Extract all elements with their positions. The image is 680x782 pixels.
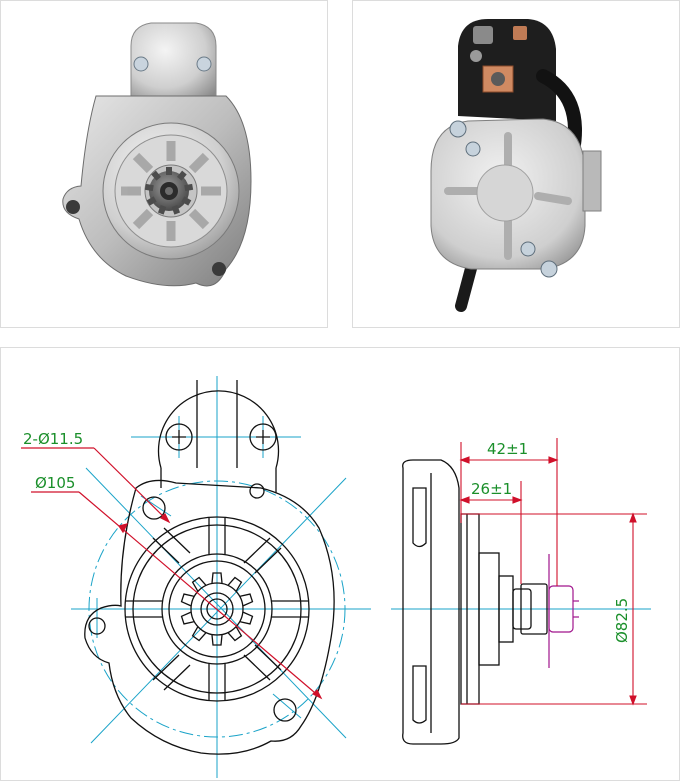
len-pinion-label: 26±1 bbox=[471, 480, 512, 498]
starter-motor-rear-image bbox=[430, 19, 602, 312]
starter-motor-front-image bbox=[62, 22, 252, 287]
pcd-circle bbox=[88, 480, 346, 738]
side-pinion bbox=[512, 588, 532, 630]
pilot-dia-label: Ø82.5 bbox=[613, 598, 631, 643]
front-photo-panel bbox=[0, 0, 328, 328]
side-view: 42±1 26±1 Ø82.5 bbox=[391, 438, 651, 745]
front-view: 2-Ø11.5 Ø105 bbox=[21, 376, 371, 778]
flange-outline bbox=[84, 479, 335, 755]
len-total-label: 42±1 bbox=[487, 440, 528, 458]
side-flange bbox=[402, 459, 460, 745]
mount-hole-top bbox=[142, 496, 166, 520]
rear-photo-panel bbox=[352, 0, 680, 328]
dimension-drawing: 2-Ø11.5 Ø105 bbox=[21, 376, 651, 778]
solenoid-outline bbox=[157, 390, 280, 469]
nose-outer bbox=[124, 516, 310, 702]
technical-drawing-panel: 2-Ø11.5 Ø105 bbox=[0, 347, 680, 781]
holes-dimension-label: 2-Ø11.5 bbox=[23, 430, 83, 448]
pcd-dimension-label: Ø105 bbox=[35, 474, 75, 492]
mount-hole-bottom bbox=[273, 698, 297, 722]
